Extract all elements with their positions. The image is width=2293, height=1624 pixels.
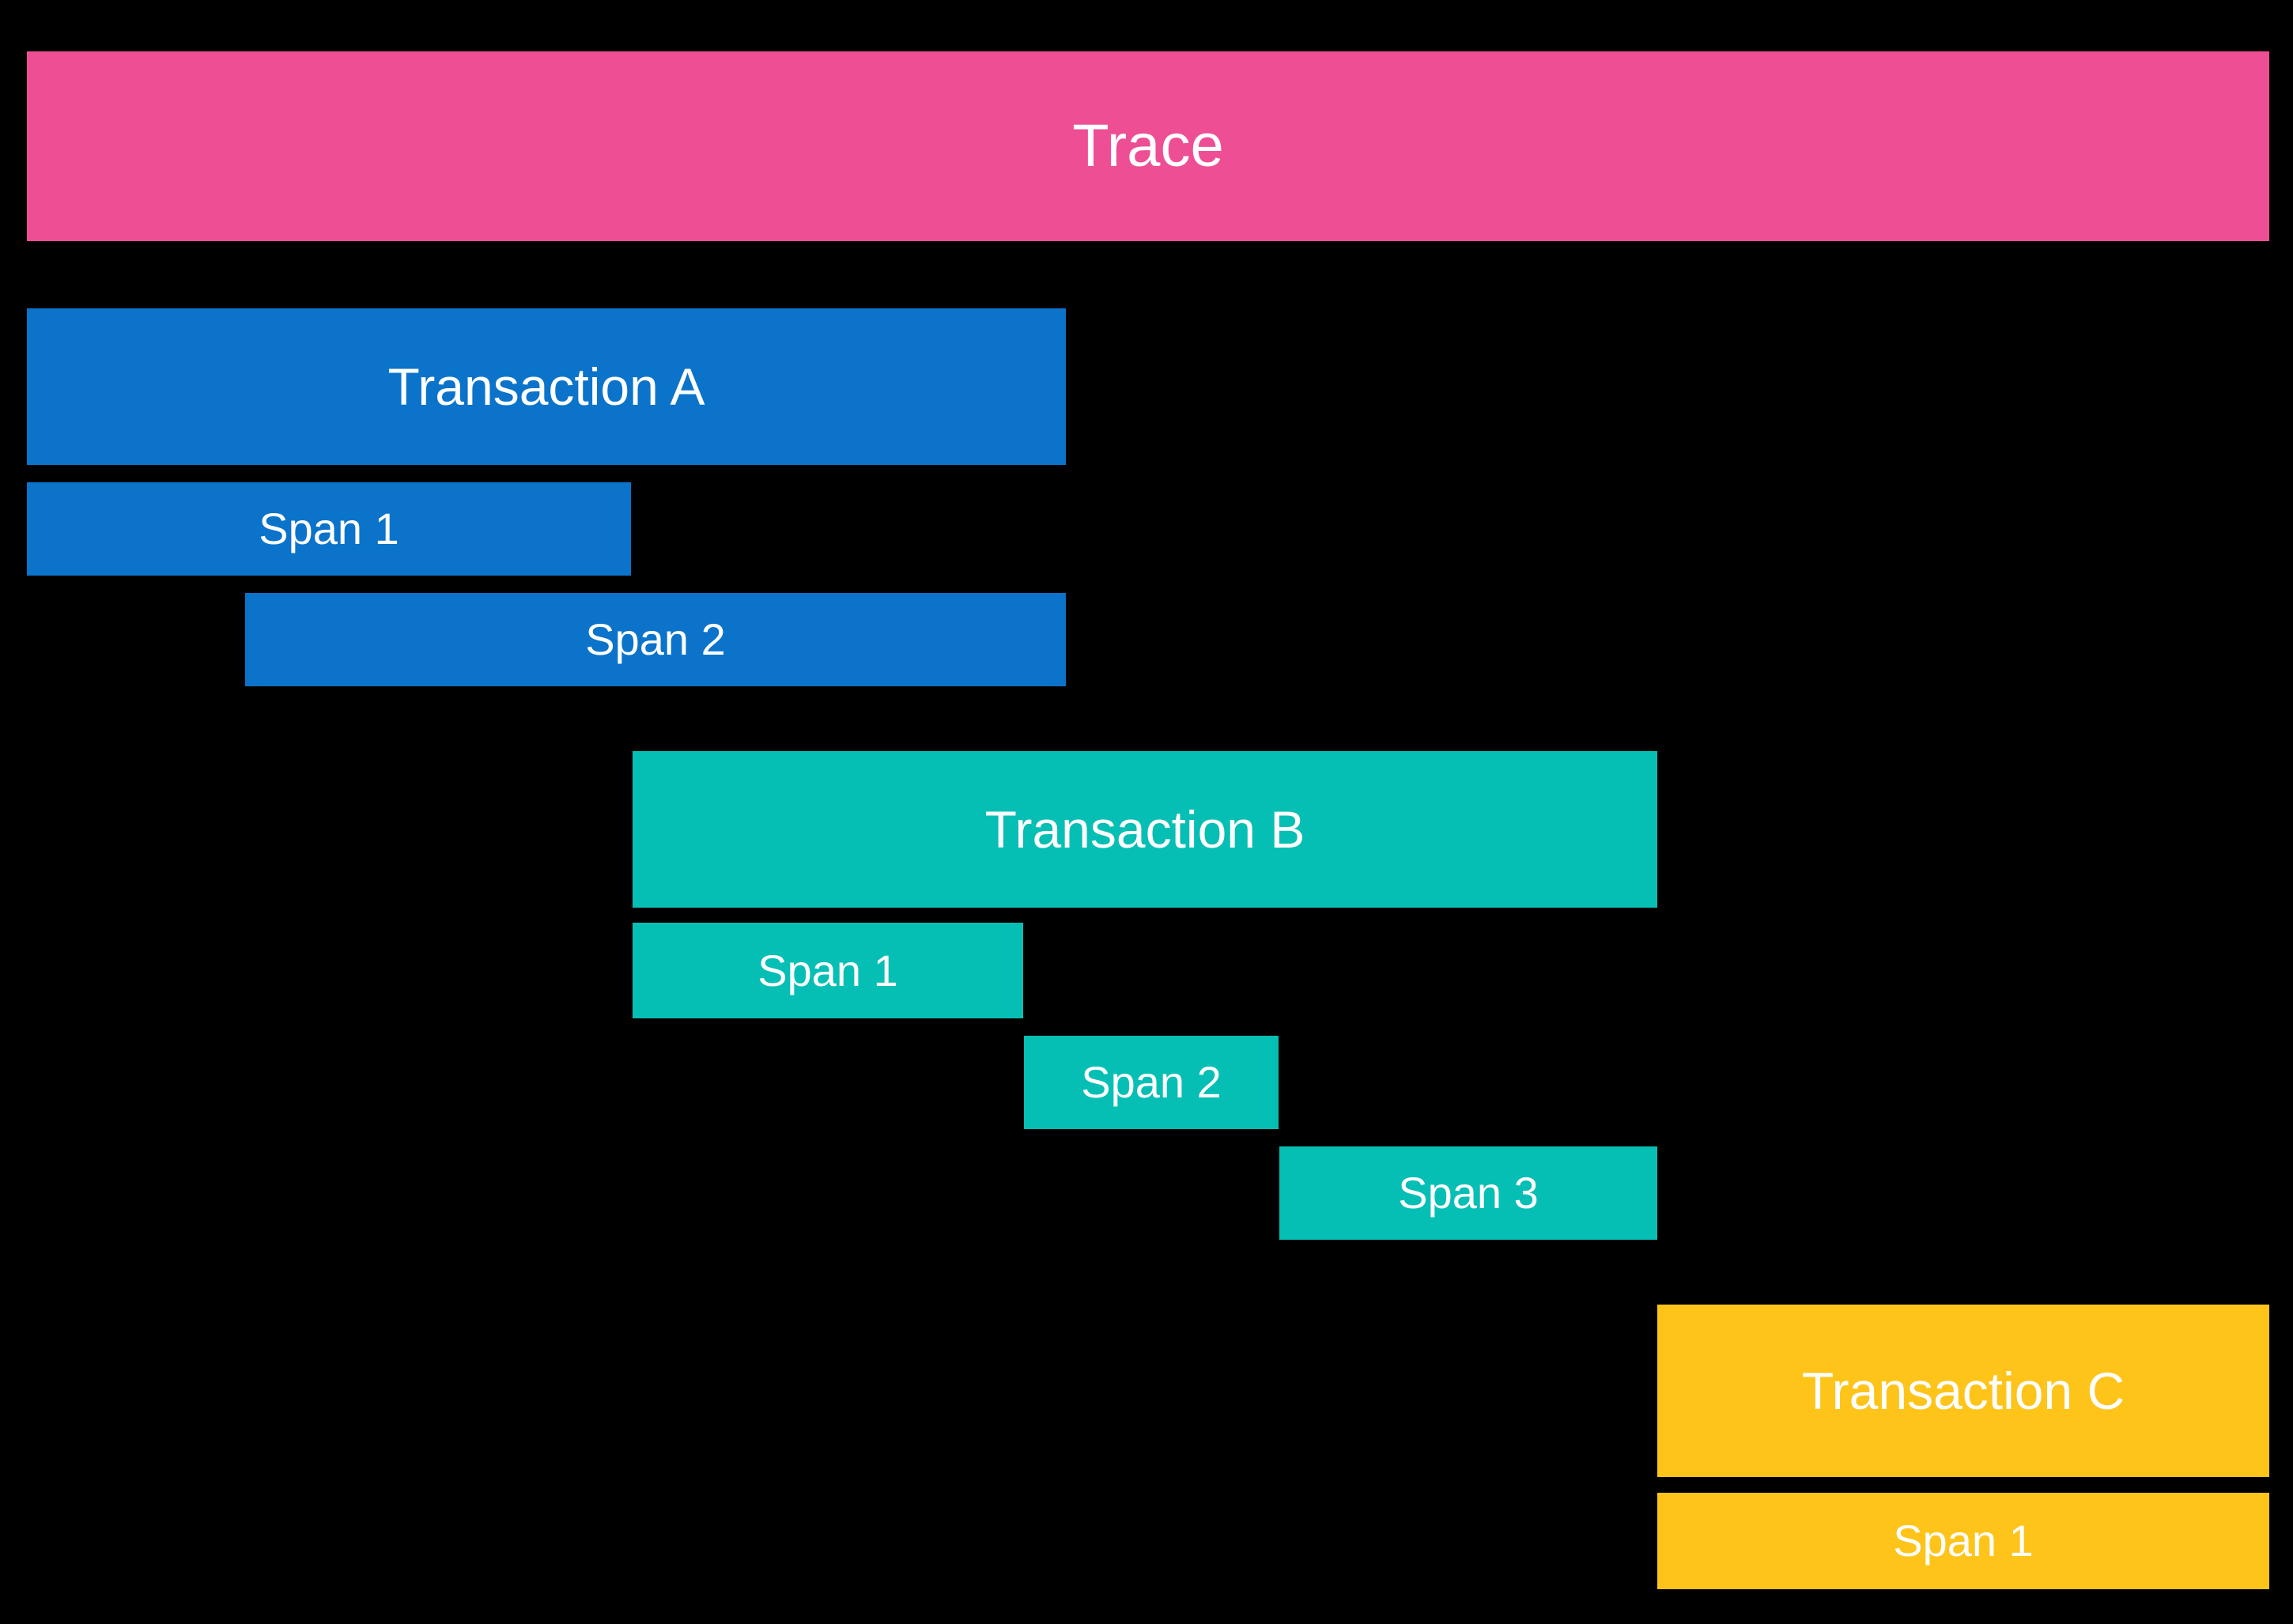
transaction-bar: Transaction C bbox=[1657, 1305, 2269, 1477]
span-bar: Span 3 bbox=[1279, 1146, 1657, 1240]
transaction-label: Transaction A bbox=[387, 357, 705, 416]
span-label: Span 3 bbox=[1398, 1168, 1539, 1218]
trace-bar: Trace bbox=[27, 51, 2269, 241]
span-label: Span 2 bbox=[585, 614, 726, 664]
span-bar: Span 1 bbox=[27, 482, 631, 576]
transaction-label: Transaction C bbox=[1801, 1362, 2125, 1420]
transaction-bar: Transaction B bbox=[633, 751, 1657, 908]
span-bar: Span 1 bbox=[1657, 1493, 2269, 1589]
span-label: Span 1 bbox=[259, 504, 399, 553]
span-label: Span 2 bbox=[1081, 1057, 1222, 1107]
transaction-label: Transaction B bbox=[984, 800, 1305, 859]
trace-label: Trace bbox=[1072, 112, 1224, 179]
transaction-bar: Transaction A bbox=[27, 308, 1066, 465]
span-bar: Span 2 bbox=[245, 593, 1066, 686]
span-label: Span 1 bbox=[1893, 1516, 2034, 1565]
span-label: Span 1 bbox=[757, 945, 898, 995]
span-bar: Span 2 bbox=[1024, 1036, 1279, 1129]
span-bar: Span 1 bbox=[633, 923, 1023, 1018]
